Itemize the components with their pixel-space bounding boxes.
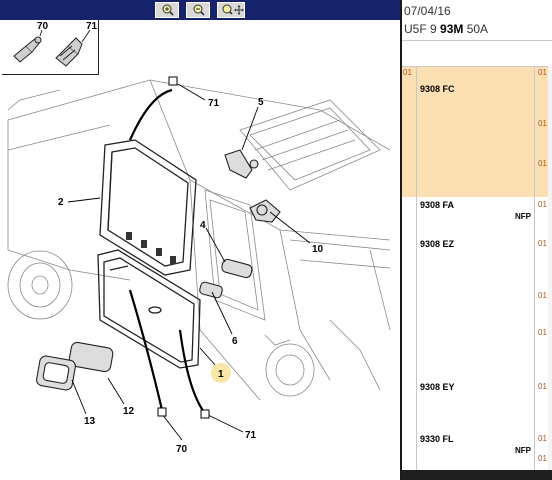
- part-row-9308-fa[interactable]: 9308 FA 01 NFP: [402, 198, 552, 234]
- part-quantity: 01: [538, 119, 547, 128]
- bottom-status-bar: [402, 470, 552, 480]
- exploded-parts-drawing[interactable]: [0, 0, 400, 480]
- part-quantity: 01: [538, 291, 547, 300]
- header-divider: [402, 40, 552, 41]
- model-prefix: U5F 9: [404, 22, 441, 36]
- diagram-toolbar: [0, 0, 400, 20]
- vehicle-model-code: U5F 9 93M 50A: [404, 22, 488, 36]
- part-reference[interactable]: 9308 FC: [420, 84, 455, 94]
- fastener-inset-drawing: 70 71: [13, 21, 98, 67]
- part-reference[interactable]: 9330 FL: [420, 434, 454, 444]
- part-quantity: 01: [538, 239, 547, 248]
- exploded-diagram-pane[interactable]: 70 71 71 5 2 4 10 6 1 12 13 70 71: [0, 0, 400, 480]
- part-row-9308-ey[interactable]: 9308 EY 01: [402, 378, 552, 426]
- pane-divider[interactable]: [400, 0, 402, 480]
- part-quantity: 01: [538, 159, 547, 168]
- part-row-9308-ez[interactable]: 9308 EZ 01 01 01: [402, 236, 552, 376]
- part-quantity: 01: [538, 454, 547, 463]
- magnifier-plus-icon: [162, 4, 174, 16]
- part-reference[interactable]: 9308 EY: [420, 382, 455, 392]
- zoom-in-button[interactable]: [155, 2, 179, 18]
- zoom-pan-button[interactable]: [217, 2, 245, 18]
- part-reference[interactable]: 9308 EZ: [420, 239, 455, 249]
- part-row-9330-fl[interactable]: 9330 FL 01 NFP 01: [402, 430, 552, 468]
- part-quantity: 01: [538, 328, 547, 337]
- fastener-inset-box: 70 71: [2, 20, 99, 75]
- zoom-out-button[interactable]: [186, 2, 210, 18]
- list-scrollbar[interactable]: [548, 66, 552, 470]
- part-reference[interactable]: 9308 FA: [420, 200, 455, 210]
- part-row-9308-fc[interactable]: 01 9308 FC 01 01 01: [402, 67, 552, 197]
- nfp-flag: NFP: [515, 212, 531, 221]
- list-top-divider: [402, 66, 552, 67]
- part-quantity: 01: [538, 382, 547, 391]
- nfp-flag: NFP: [515, 446, 531, 455]
- catalog-date: 07/04/16: [404, 4, 451, 18]
- column-divider: [534, 66, 535, 470]
- magnifier-minus-icon: [193, 4, 205, 16]
- section-index: 01: [403, 68, 412, 77]
- inset-callout-70[interactable]: 70: [37, 21, 49, 32]
- part-quantity: 01: [538, 434, 547, 443]
- column-divider: [416, 66, 417, 470]
- magnifier-move-icon: [222, 4, 244, 15]
- inset-callout-71[interactable]: 71: [86, 21, 98, 32]
- model-suffix: 50A: [463, 22, 489, 36]
- parts-list-pane: 07/04/16 U5F 9 93M 50A 01 9308 FC 01 01 …: [402, 0, 552, 480]
- model-bold-code: 93M: [440, 22, 464, 36]
- part-quantity: 01: [538, 68, 547, 77]
- part-quantity: 01: [538, 200, 547, 209]
